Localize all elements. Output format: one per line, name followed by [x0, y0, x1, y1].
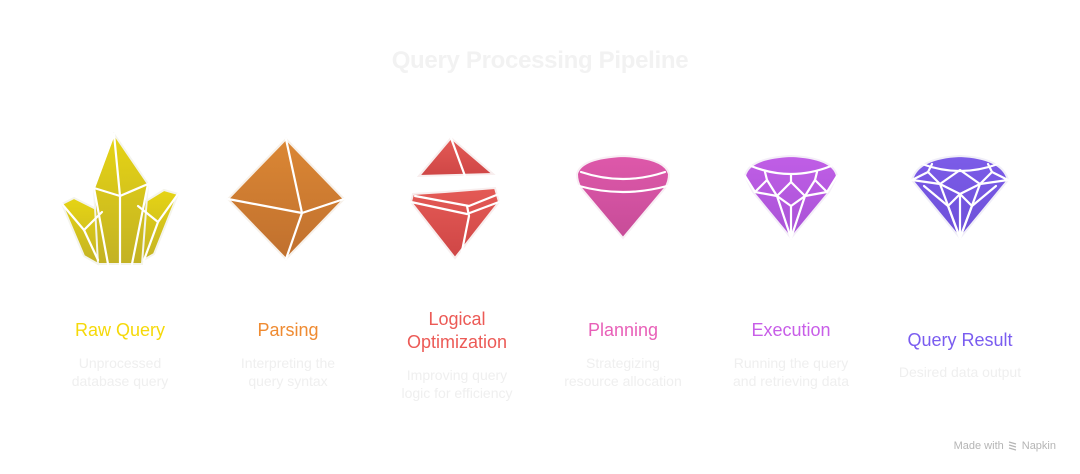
octahedron-gem-icon [203, 137, 373, 261]
napkin-logo-icon [1008, 441, 1016, 451]
step-label: Raw Query [74, 320, 166, 340]
step-raw-query: Raw Query Unprocessed database query [35, 0, 205, 474]
napkin-brand-text: Napkin [1021, 440, 1056, 452]
step-description: Desired data output [898, 364, 1022, 380]
step-description: Running the query and retrieving data [733, 355, 849, 389]
step-description: Strategizing resource allocation [564, 355, 682, 389]
brilliant-diamond-icon [875, 154, 1045, 240]
step-description: Interpreting the query syntax [240, 355, 336, 389]
step-label: Parsing [257, 320, 319, 340]
step-label: Query Result [907, 330, 1013, 350]
step-parsing: Parsing Interpreting the query syntax [203, 0, 373, 474]
page-title: Query Processing Pipeline [391, 47, 689, 74]
faceted-gem-icon [706, 152, 876, 242]
step-label: Planning [587, 320, 659, 340]
crystal-cluster-icon [35, 130, 205, 268]
step-description: Unprocessed database query [71, 355, 169, 389]
step-description: Improving query logic for efficiency [401, 367, 513, 401]
cone-gem-icon [538, 152, 708, 242]
step-label: Logical Optimization [406, 309, 508, 352]
napkin-watermark[interactable]: Made with Napkin [954, 440, 1056, 452]
step-logical-optimization: Logical Optimization Improving query log… [372, 0, 542, 474]
step-label: Execution [751, 320, 831, 340]
step-planning: Planning Strategizing resource allocatio… [538, 0, 708, 474]
step-execution: Execution Running the query and retrievi… [706, 0, 876, 474]
split-gem-icon [372, 136, 542, 262]
made-with-text: Made with [953, 440, 1004, 452]
step-query-result: Query Result Desired data output [875, 0, 1045, 474]
